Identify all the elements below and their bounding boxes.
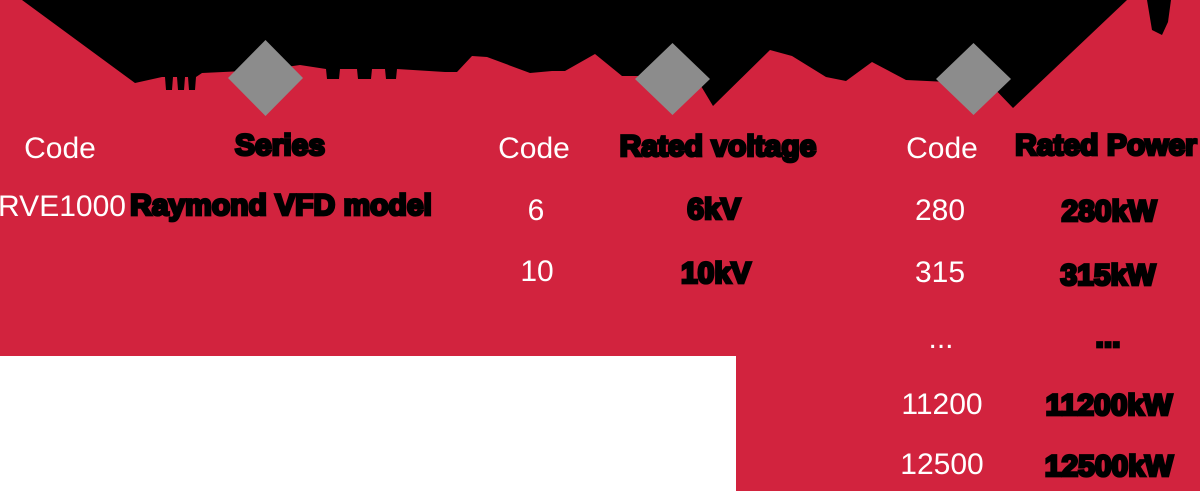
voltage-code: 10 <box>520 255 554 288</box>
series-code: RVE1000 <box>0 190 126 223</box>
model-code-silhouette-fragment <box>1147 0 1171 35</box>
power-code: 12500 <box>900 448 984 481</box>
segment-marker-diamond-icon <box>228 40 303 116</box>
red-background-bottom-right <box>736 356 1200 491</box>
series-value: Raymond VFD model <box>129 188 434 224</box>
code-header-voltage: Code <box>498 132 570 165</box>
code-header-power: Code <box>906 132 978 165</box>
power-code: 280 <box>914 194 966 227</box>
power-value: 12500kW <box>1043 449 1174 485</box>
series-header: Series <box>234 128 327 164</box>
rated-voltage-header: Rated voltage <box>618 129 818 165</box>
voltage-code: 6 <box>527 194 545 227</box>
power-value: 315kW <box>1059 258 1157 294</box>
code-header-series: Code <box>24 132 96 165</box>
segment-marker-diamond-icon <box>635 43 710 115</box>
power-code: 11200 <box>901 388 983 421</box>
rated-power-header: Rated Power <box>1014 128 1199 164</box>
power-code-ellipsis: ... <box>928 322 954 355</box>
segment-marker-diamond-icon <box>936 43 1011 115</box>
power-value: 11200kW <box>1044 388 1174 424</box>
model-code-silhouette <box>22 0 1127 108</box>
power-value-ellipsis: ... <box>1094 320 1122 356</box>
voltage-value: 6kV <box>686 192 742 228</box>
voltage-value: 10kV <box>680 256 753 292</box>
power-value: 280kW <box>1060 194 1158 230</box>
power-code: 315 <box>914 256 966 289</box>
model-code-banner <box>22 0 1171 116</box>
